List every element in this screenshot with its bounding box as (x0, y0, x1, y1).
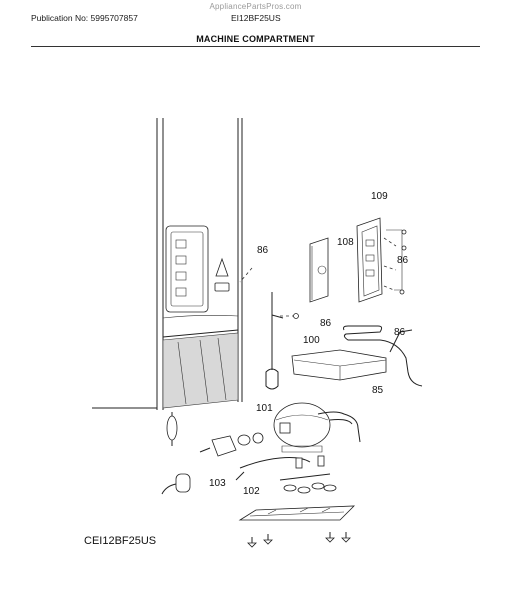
callout-100: 100 (303, 335, 320, 346)
filter-drier (166, 412, 178, 446)
model-number: EI12BF25US (231, 13, 281, 23)
wire-tube-assembly (265, 292, 299, 390)
drain-tray-85 (291, 325, 423, 387)
relay-overload (199, 432, 264, 457)
callout-109: 109 (371, 191, 388, 202)
power-harness (235, 457, 311, 481)
callout-101: 101 (256, 403, 273, 414)
header-divider (31, 46, 480, 47)
base-plate (238, 505, 356, 521)
publication-number: Publication No: 5995707857 (31, 13, 138, 23)
callout-86-mid: 86 (320, 318, 332, 329)
cabinet-rear (92, 118, 243, 410)
callout-86-right: 86 (397, 255, 409, 266)
callout-108: 108 (337, 237, 354, 248)
footer-model-code: CEI12BF25US (84, 535, 157, 547)
capacitor (161, 473, 191, 495)
grommets (279, 455, 337, 494)
callout-85: 85 (372, 385, 384, 396)
watermark-text: AppliancePartsPros.com (209, 2, 302, 11)
page-title: MACHINE COMPARTMENT (196, 34, 315, 44)
compressor (273, 402, 361, 453)
screws (247, 532, 351, 548)
callout-103: 103 (209, 478, 226, 489)
bracket-108 (309, 237, 329, 303)
callout-86-tray: 86 (394, 327, 406, 338)
control-panel (165, 225, 230, 313)
callout-86-left: 86 (257, 245, 269, 256)
callout-102: 102 (243, 486, 260, 497)
cover-109 (356, 217, 407, 303)
